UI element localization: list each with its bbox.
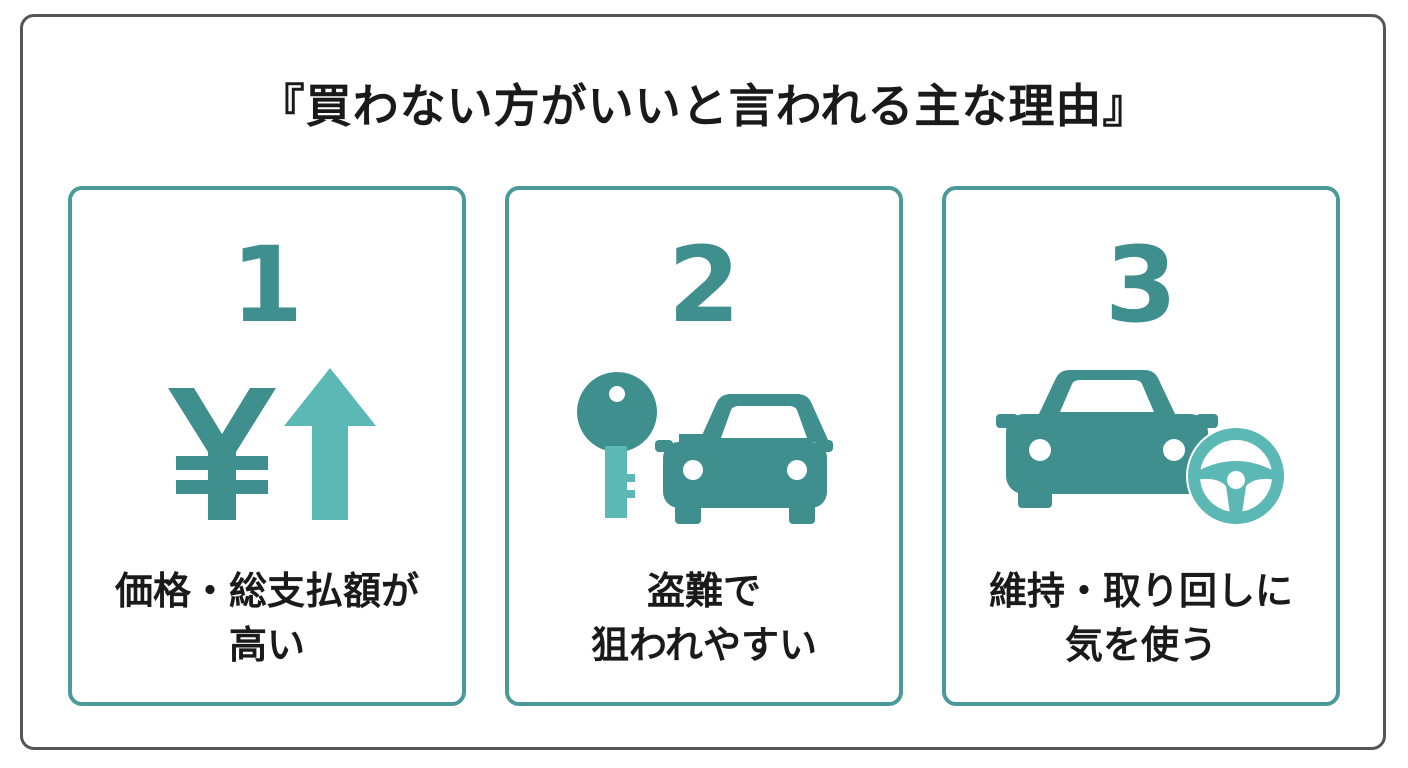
reason-label-line: 気を使う — [1064, 623, 1217, 667]
page-title: 『買わない方がいいと言われる主な理由』 — [258, 79, 1150, 133]
reason-label-line: 価格・総支払額が — [114, 569, 419, 613]
reason-label-line: 盗難で — [646, 569, 761, 613]
reason-card-3: 3 維持・取り回しに 気を使う — [942, 186, 1340, 706]
reason-number: 2 — [667, 224, 741, 346]
reason-number: 3 — [1104, 224, 1178, 346]
reason-label: 盗難で 狙われやすい — [509, 564, 899, 672]
steering-wheel-icon — [1186, 426, 1286, 526]
reason-number: 1 — [230, 224, 304, 346]
reason-label-line: 狙われやすい — [590, 623, 818, 667]
reason-card-1: 1 価格・総支払額が 高い — [68, 186, 466, 706]
reason-label-line: 高い — [228, 623, 305, 667]
reason-label-line: 維持・取り回しに — [988, 569, 1293, 613]
car-steering-wheel-icon — [996, 370, 1286, 526]
yen-up-arrow-icon — [168, 368, 376, 520]
reason-card-2: 2 盗難で 狙われやすい — [505, 186, 903, 706]
reason-label: 維持・取り回しに 気を使う — [946, 564, 1336, 672]
key-car-icon — [577, 372, 833, 524]
reason-label: 価格・総支払額が 高い — [72, 564, 462, 672]
key-icon — [577, 372, 657, 518]
